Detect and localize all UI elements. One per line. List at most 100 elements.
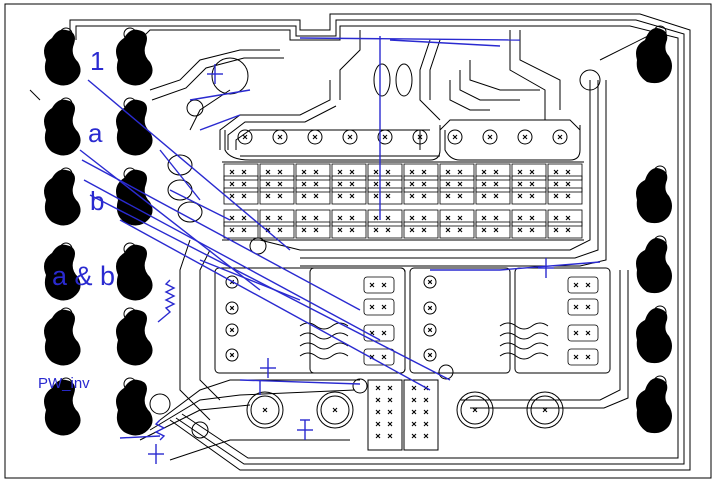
routing-trace [429, 39, 441, 100]
annotation-line [199, 259, 301, 301]
via-mark [411, 409, 417, 415]
header-cell [331, 175, 367, 193]
routing-trace [509, 30, 546, 120]
via-mark [133, 407, 139, 413]
routing-trace [449, 80, 490, 111]
via-mark [427, 352, 433, 358]
connector-pad-right [636, 238, 672, 294]
routing-trace [75, 19, 685, 465]
via-mark [332, 407, 338, 413]
header-cell [223, 221, 259, 239]
header-cell [259, 221, 295, 239]
comb-trace [499, 352, 549, 360]
pad-oval [373, 63, 391, 97]
via-mark [277, 215, 283, 221]
via-mark [553, 181, 559, 187]
via-mark [557, 134, 563, 140]
header-cell [439, 175, 475, 193]
pad-row-outline [224, 125, 441, 161]
small-pad [59, 377, 73, 391]
via-mark [409, 169, 415, 175]
annotation-line [189, 89, 251, 101]
connector-pad-right [636, 28, 672, 84]
via-mark [381, 304, 387, 310]
via-mark [409, 227, 415, 233]
via-mark [445, 227, 451, 233]
header-cell [403, 175, 439, 193]
via-mark [411, 433, 417, 439]
via-mark [517, 169, 523, 175]
via-mark [409, 215, 415, 221]
header-cell [223, 175, 259, 193]
header-cell [475, 187, 511, 205]
routing-trace [227, 105, 337, 150]
component-block [409, 267, 511, 374]
via-mark [529, 193, 535, 199]
header-cell [511, 163, 547, 181]
via-mark [493, 227, 499, 233]
via-mark [585, 282, 591, 288]
header-cell [547, 163, 583, 181]
via-mark [312, 134, 318, 140]
via-mark [229, 169, 235, 175]
via-mark [421, 169, 427, 175]
pad-ring [191, 421, 209, 439]
via-mark [61, 127, 67, 133]
header-cell [259, 187, 295, 205]
routing-trace [199, 249, 221, 401]
header-cell [223, 163, 259, 181]
pin-block [367, 379, 403, 451]
comb-trace [299, 352, 349, 360]
via-mark [522, 134, 528, 140]
via-mark [313, 169, 319, 175]
via-mark [529, 169, 535, 175]
via-mark [373, 193, 379, 199]
via-mark [565, 169, 571, 175]
via-mark [487, 134, 493, 140]
via-mark [265, 227, 271, 233]
via-mark [565, 193, 571, 199]
pad-ring [579, 69, 601, 91]
small-pad [653, 235, 667, 249]
small-pad [352, 378, 368, 394]
label-a-and-b: a & b [52, 261, 115, 291]
via-mark [421, 181, 427, 187]
board-outline [4, 3, 712, 479]
via-mark [529, 181, 535, 187]
header-cell [295, 221, 331, 239]
via-mark [585, 330, 591, 336]
via-mark [427, 279, 433, 285]
via-mark [61, 197, 67, 203]
comb-trace [499, 342, 549, 350]
routing-trace [459, 70, 520, 101]
via-mark [301, 215, 307, 221]
via-mark [229, 193, 235, 199]
pad-pair [567, 298, 599, 316]
via-mark [337, 193, 343, 199]
via-mark [229, 327, 235, 333]
via-mark [385, 193, 391, 199]
header-cell [403, 209, 439, 227]
via-mark [375, 397, 381, 403]
via-mark [493, 215, 499, 221]
via-mark [265, 169, 271, 175]
header-cell [475, 163, 511, 181]
label-a: a [88, 118, 103, 148]
small-pad [59, 27, 73, 41]
pad-pair [567, 276, 599, 294]
via-mark [656, 407, 662, 413]
pad-pair [363, 298, 395, 316]
small-pad [653, 375, 667, 389]
row-pad [272, 129, 288, 145]
mounting-pad-ring [316, 391, 354, 429]
via-mark [452, 134, 458, 140]
annotation-line [83, 179, 381, 341]
via-mark [656, 197, 662, 203]
via-mark [423, 397, 429, 403]
routing-trace [419, 39, 441, 121]
small-pad [225, 301, 239, 315]
via-mark [445, 193, 451, 199]
via-mark [387, 409, 393, 415]
resistor-annotation [154, 419, 166, 441]
via-mark [493, 181, 499, 187]
